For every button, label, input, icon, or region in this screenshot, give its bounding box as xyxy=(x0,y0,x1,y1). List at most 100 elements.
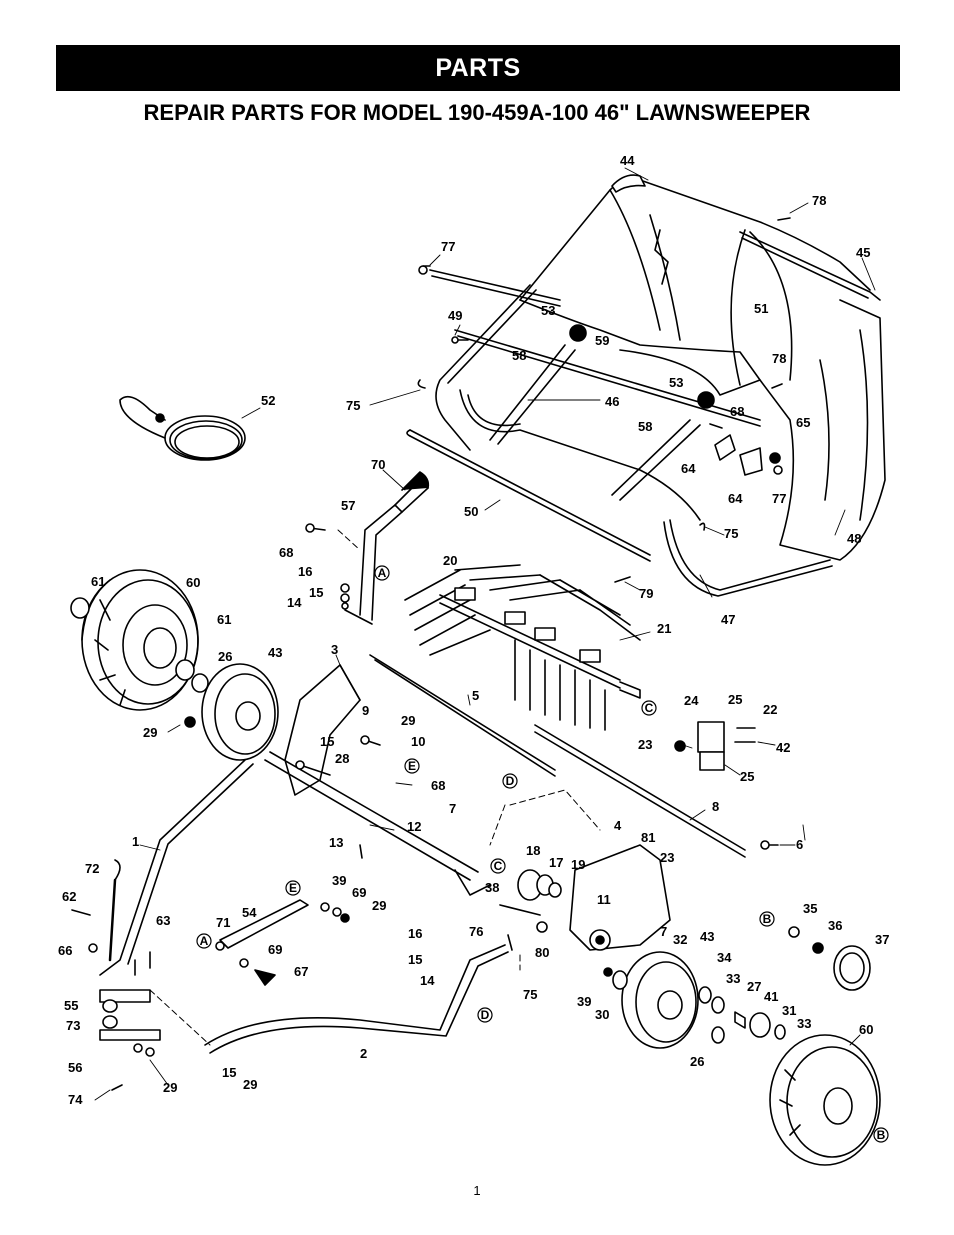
callout-42: 42 xyxy=(776,740,790,755)
callout-53: 53 xyxy=(669,375,683,390)
callout-20: 20 xyxy=(443,553,457,568)
callout-71: 71 xyxy=(216,915,230,930)
ref-letter-c: C xyxy=(494,859,503,873)
callout-29: 29 xyxy=(401,713,415,728)
callout-72: 72 xyxy=(85,861,99,876)
callout-60: 60 xyxy=(859,1022,873,1037)
callout-43: 43 xyxy=(700,929,714,944)
callout-17: 17 xyxy=(549,855,563,870)
callout-56: 56 xyxy=(68,1060,82,1075)
callout-33: 33 xyxy=(797,1016,811,1031)
callout-18: 18 xyxy=(526,843,540,858)
callout-75: 75 xyxy=(346,398,360,413)
callout-66: 66 xyxy=(58,943,72,958)
handle-tube-1 xyxy=(99,759,254,976)
panel-5 xyxy=(369,654,556,777)
callout-41: 41 xyxy=(764,989,778,1004)
callout-37: 37 xyxy=(875,932,889,947)
hopper-bag xyxy=(519,174,886,561)
bar-12 xyxy=(264,751,491,896)
callout-2: 2 xyxy=(360,1046,367,1061)
callout-31: 31 xyxy=(782,1003,796,1018)
hopper-frame xyxy=(429,269,833,597)
callout-67: 67 xyxy=(294,964,308,979)
handle-tube-2 xyxy=(204,944,509,1054)
callout-21: 21 xyxy=(657,621,671,636)
callout-74: 74 xyxy=(68,1092,83,1107)
callout-33: 33 xyxy=(726,971,740,986)
callout-64: 64 xyxy=(728,491,743,506)
callout-51: 51 xyxy=(754,301,768,316)
callout-46: 46 xyxy=(605,394,619,409)
right-hub-plate xyxy=(621,951,699,1049)
callout-3: 3 xyxy=(331,642,338,657)
callout-76: 76 xyxy=(469,924,483,939)
ref-letter-e: E xyxy=(289,881,297,895)
callout-22: 22 xyxy=(763,702,777,717)
part-number-callouts: 44 78 45 77 53 49 59 51 58 78 75 46 53 6… xyxy=(58,153,889,1107)
callout-68: 68 xyxy=(730,404,744,419)
callout-45: 45 xyxy=(856,245,870,260)
left-wheel xyxy=(81,569,199,711)
callout-16: 16 xyxy=(298,564,312,579)
callout-39: 39 xyxy=(332,873,346,888)
callout-64: 64 xyxy=(681,461,696,476)
callout-49: 49 xyxy=(448,308,462,323)
callout-25: 25 xyxy=(728,692,742,707)
callout-68: 68 xyxy=(431,778,445,793)
ref-letter-b: B xyxy=(877,1128,886,1142)
callout-60: 60 xyxy=(186,575,200,590)
ref-letter-c: C xyxy=(645,701,654,715)
callout-65: 65 xyxy=(796,415,810,430)
cable-coil xyxy=(119,395,246,461)
right-side-plate xyxy=(569,844,671,951)
callout-5: 5 xyxy=(472,688,479,703)
callout-9: 9 xyxy=(362,703,369,718)
callout-43: 43 xyxy=(268,645,282,660)
callout-10: 10 xyxy=(411,734,425,749)
callout-32: 32 xyxy=(673,932,687,947)
bar-50 xyxy=(406,429,651,562)
handle-57 xyxy=(344,471,430,625)
callout-8: 8 xyxy=(712,799,719,814)
callout-75: 75 xyxy=(724,526,738,541)
callout-77: 77 xyxy=(772,491,786,506)
adjuster-54 xyxy=(219,899,309,949)
reference-letters xyxy=(196,565,889,1143)
callout-24: 24 xyxy=(684,693,699,708)
callout-61: 61 xyxy=(217,612,231,627)
callout-78: 78 xyxy=(812,193,826,208)
side-plate-3 xyxy=(284,664,361,796)
callout-7: 7 xyxy=(449,801,456,816)
callout-29: 29 xyxy=(243,1077,257,1092)
callout-35: 35 xyxy=(803,901,817,916)
bar-8 xyxy=(534,724,746,858)
callout-70: 70 xyxy=(371,457,385,472)
callout-47: 47 xyxy=(721,612,735,627)
callout-16: 16 xyxy=(408,926,422,941)
callout-53: 53 xyxy=(541,303,555,318)
callout-1: 1 xyxy=(132,834,139,849)
callout-28: 28 xyxy=(335,751,349,766)
callout-58: 58 xyxy=(512,348,526,363)
brush-assembly xyxy=(404,564,641,731)
callout-77: 77 xyxy=(441,239,455,254)
left-hub-plate xyxy=(201,663,279,761)
callout-29: 29 xyxy=(143,725,157,740)
page-number: 1 xyxy=(473,1183,481,1198)
callout-48: 48 xyxy=(847,531,861,546)
ref-letter-a: A xyxy=(200,934,209,948)
callout-27: 27 xyxy=(747,979,761,994)
callout-54: 54 xyxy=(242,905,257,920)
callout-26: 26 xyxy=(690,1054,704,1069)
callout-15: 15 xyxy=(309,585,323,600)
callout-52: 52 xyxy=(261,393,275,408)
callout-23: 23 xyxy=(638,737,652,752)
callout-44: 44 xyxy=(620,153,635,168)
callout-62: 62 xyxy=(62,889,76,904)
callout-4: 4 xyxy=(614,818,622,833)
reference-letter-labels: A E D C C E A D B B xyxy=(200,566,886,1142)
callout-30: 30 xyxy=(595,1007,609,1022)
callout-25: 25 xyxy=(740,769,754,784)
